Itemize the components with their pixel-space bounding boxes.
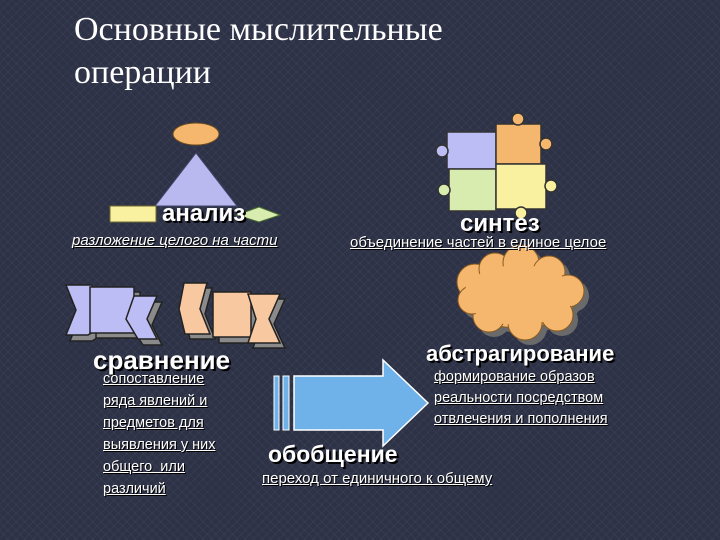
- comparison-heading: сравнение: [93, 345, 231, 375]
- synthesis-description: объединение частей в единое целое: [350, 234, 607, 251]
- synthesis-heading: синтез: [460, 210, 540, 237]
- yellow-rectangle-shape: [109, 205, 157, 223]
- orange-oval-shape: [172, 122, 220, 146]
- abstraction-description-line: отвлечения и пополнения: [434, 411, 608, 427]
- comparison-description-line: ряда явлений и: [103, 393, 208, 409]
- analysis-description: разложение целого на части: [72, 232, 278, 249]
- abstraction-description-line: реальности посредством: [434, 390, 604, 406]
- page-title: Основные мыслительные операции: [74, 11, 443, 91]
- arrow-icon: [273, 358, 430, 448]
- abstraction-description-line: формирование образов: [434, 369, 595, 385]
- abstraction-description: формирование образов реальности посредст…: [434, 367, 608, 430]
- comparison-description-line: различий: [103, 481, 166, 497]
- comparison-description-line: предметов для: [103, 415, 204, 431]
- abstraction-heading: абстрагирование: [426, 341, 615, 366]
- comparison-description-line: общего или: [103, 459, 185, 475]
- triangle-shape: [153, 152, 239, 207]
- comparison-description: сопоставление ряда явлений и предметов д…: [103, 368, 216, 500]
- generalization-description: переход от единичного к общему: [262, 470, 493, 487]
- puzzle-icon: [435, 112, 558, 220]
- comparison-left-group: [64, 284, 164, 346]
- comparison-description-line: сопоставление: [103, 371, 205, 387]
- analysis-heading: анализ: [162, 200, 246, 227]
- analysis-shapes: [109, 122, 282, 223]
- generalization-heading: обобщение: [268, 441, 398, 467]
- green-rhombus-shape: [235, 206, 282, 223]
- cloud-shape: [456, 244, 589, 345]
- comparison-right-group: [178, 282, 287, 349]
- comparison-description-line: выявления у них: [103, 437, 216, 453]
